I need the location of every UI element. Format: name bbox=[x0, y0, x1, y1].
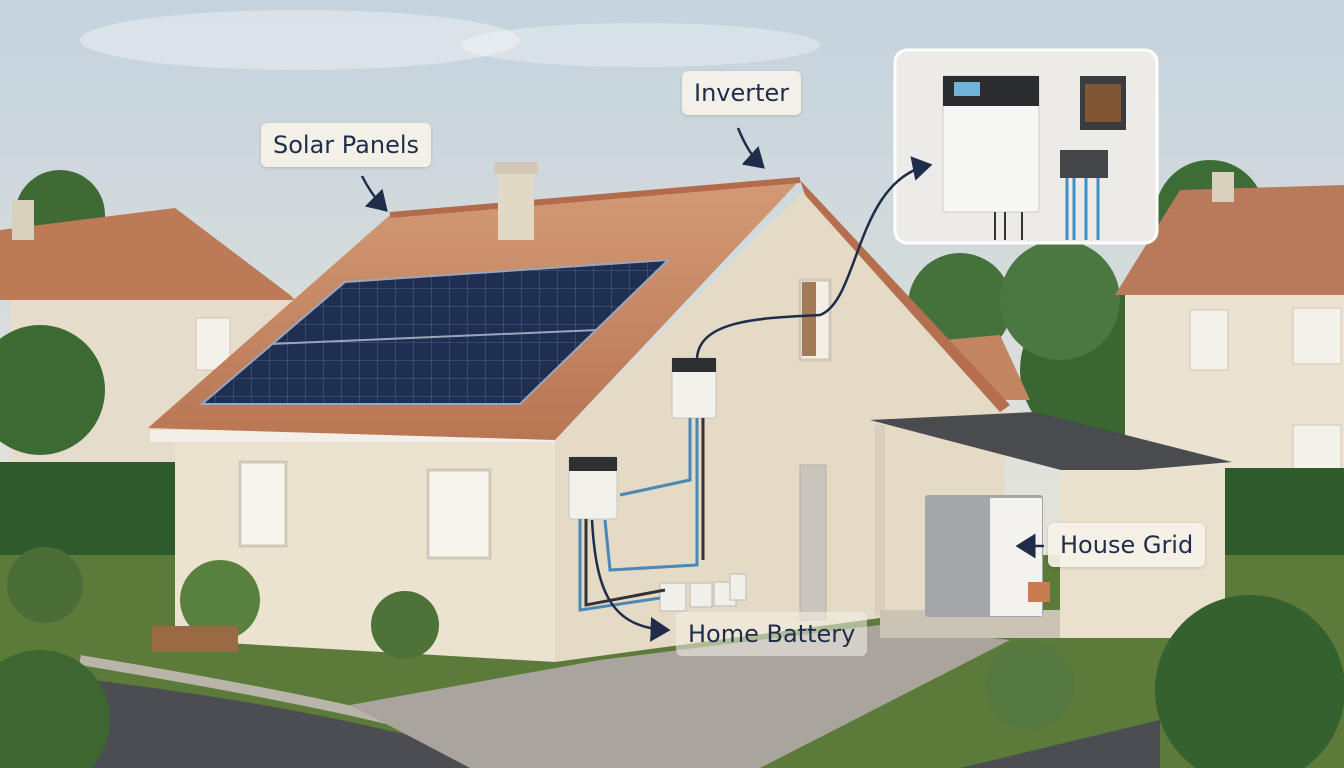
road bbox=[0, 670, 520, 768]
label-solar-panels: Solar Panels bbox=[261, 123, 432, 167]
label-house-grid: House Grid bbox=[1048, 523, 1206, 567]
cables bbox=[578, 418, 705, 612]
driveway bbox=[350, 625, 1010, 768]
label-home-battery: Home Battery bbox=[676, 612, 868, 656]
connector-inverter-to-inset bbox=[695, 156, 933, 359]
connector-battery-to-label bbox=[590, 519, 671, 642]
arrow-curve-down-icon bbox=[360, 175, 388, 212]
grid-cabinet bbox=[925, 495, 1050, 617]
foreground-shrubs bbox=[0, 547, 1344, 768]
hedge-left bbox=[0, 462, 175, 562]
arrow-curve-down-icon bbox=[736, 127, 765, 169]
inverter-unit bbox=[671, 357, 717, 419]
inverter-detail-inset bbox=[893, 48, 1159, 245]
battery-unit bbox=[568, 456, 618, 520]
label-inverter: Inverter bbox=[682, 71, 802, 115]
solar-panel-array bbox=[199, 258, 671, 405]
meter-boxes bbox=[659, 573, 747, 612]
